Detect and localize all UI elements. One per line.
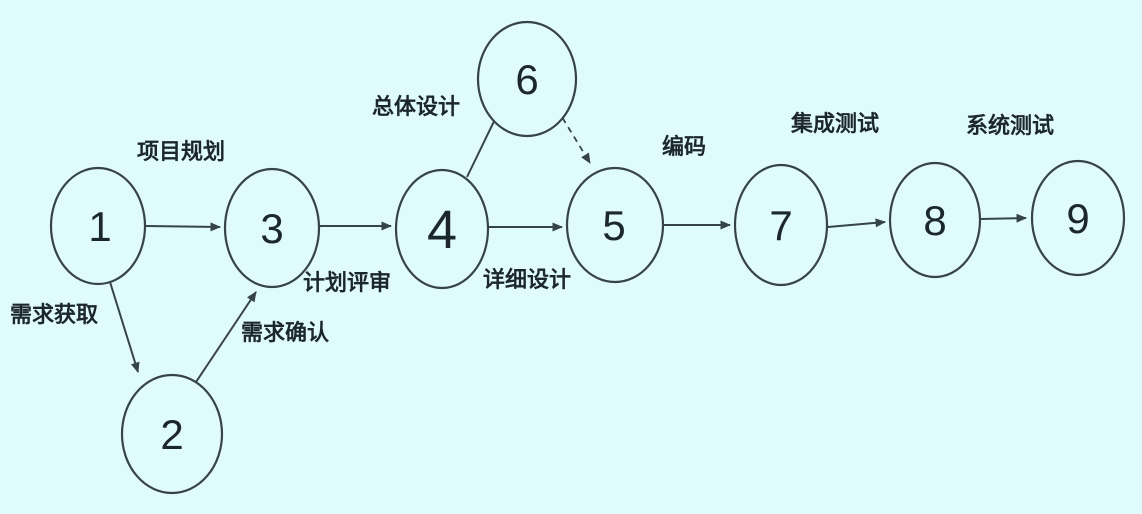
node-5-label: 5 xyxy=(602,202,625,249)
label-project-planning: 项目规划 xyxy=(137,139,225,164)
node-2-label: 2 xyxy=(160,411,183,458)
edge-2-3 xyxy=(195,291,257,383)
edge-labels: 项目规划 需求获取 需求确认 计划评审 总体设计 详细设计 编码 集成测试 系统… xyxy=(10,94,1054,345)
node-7: 7 xyxy=(733,163,829,287)
node-7-label: 7 xyxy=(769,202,792,249)
label-detailed-design: 详细设计 xyxy=(483,267,571,292)
node-6-label: 6 xyxy=(515,56,538,103)
node-1: 1 xyxy=(49,166,147,286)
node-3-label: 3 xyxy=(260,205,283,252)
label-high-level-design: 总体设计 xyxy=(372,94,460,119)
edge-1-3 xyxy=(145,222,221,232)
node-6-circle xyxy=(476,20,578,138)
node-8-label: 8 xyxy=(923,197,946,244)
node-4-label: 4 xyxy=(427,200,457,260)
label-requirements-elicitation: 需求获取 xyxy=(10,302,98,327)
node-4: 4 xyxy=(394,168,490,290)
label-coding: 编码 xyxy=(662,134,706,159)
node-8: 8 xyxy=(888,161,982,279)
nodes: 1 2 3 4 5 6 7 xyxy=(49,20,1126,495)
node-9-label: 9 xyxy=(1066,195,1089,242)
node-7-circle xyxy=(733,163,829,287)
label-requirements-confirmation: 需求确认 xyxy=(241,320,329,345)
node-9: 9 xyxy=(1030,159,1126,277)
edge-7-8 xyxy=(827,218,886,228)
node-3-circle xyxy=(223,167,321,289)
node-4-circle xyxy=(394,168,490,290)
edge-1-2 xyxy=(109,281,140,373)
node-5-circle xyxy=(565,166,665,284)
node-8-circle xyxy=(888,161,982,279)
label-plan-review: 计划评审 xyxy=(303,270,391,295)
node-2-circle xyxy=(120,373,224,495)
node-1-circle xyxy=(49,166,147,286)
node-1-label: 1 xyxy=(88,203,111,250)
node-2: 2 xyxy=(120,373,224,495)
label-system-testing: 系统测试 xyxy=(966,113,1054,138)
edge-8-9 xyxy=(979,213,1027,223)
node-9-circle xyxy=(1030,159,1126,277)
node-3: 3 xyxy=(223,167,321,289)
label-integration-testing: 集成测试 xyxy=(790,111,879,136)
node-5: 5 xyxy=(565,166,665,284)
node-6: 6 xyxy=(476,20,578,138)
